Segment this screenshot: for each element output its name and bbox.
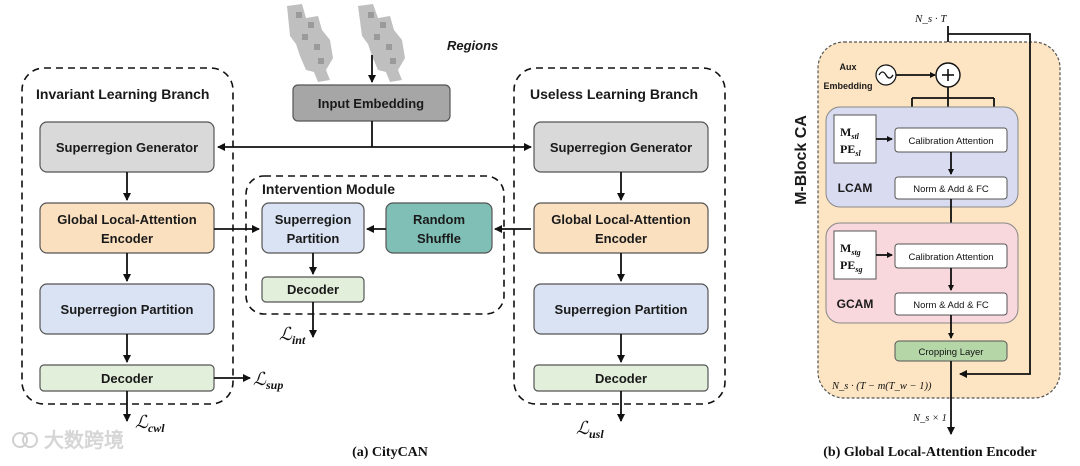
useless-encoder-label-line1: Global Local-Attention	[551, 212, 690, 227]
useless-decoder-label: Decoder	[595, 371, 647, 386]
m-block-title: M-Block CA	[793, 115, 810, 205]
gcam-norm-label: Norm & Add & FC	[913, 300, 989, 311]
loss-int: ℒint	[279, 324, 306, 347]
lcam-label: LCAM	[838, 181, 873, 195]
region-map-1	[287, 4, 333, 82]
caption-encoder: (b) Global Local-Attention Encoder	[823, 445, 1037, 460]
loss-sup: ℒsup	[253, 369, 283, 392]
cropping-layer-label: Cropping Layer	[919, 347, 984, 358]
useless-encoder-label-line2: Encoder	[595, 231, 647, 246]
random-shuffle-label-line1: Random	[413, 212, 465, 227]
regions-label: Regions	[447, 38, 498, 53]
invariant-partition-label: Superregion Partition	[61, 302, 194, 317]
invariant-encoder-label-line2: Encoder	[101, 231, 153, 246]
watermark-logo-icon	[12, 432, 28, 448]
random-shuffle-box	[385, 202, 493, 254]
region-map-2	[358, 4, 405, 82]
region-map-images	[287, 4, 405, 82]
random-shuffle-label-line2: Shuffle	[417, 231, 461, 246]
lcam-norm-label: Norm & Add & FC	[913, 184, 989, 195]
intervention-partition-label-line1: Superregion	[275, 212, 352, 227]
loss-usl: ℒusl	[576, 418, 604, 441]
intervention-partition-label-line2: Partition	[287, 231, 340, 246]
lcam-calibration-attention-label: Calibration Attention	[908, 136, 993, 147]
invariant-encoder-label-line1: Global Local-Attention	[57, 212, 196, 227]
watermark-text: 大数跨境	[44, 428, 124, 452]
intervention-decoder-label: Decoder	[287, 282, 339, 297]
useless-partition-label: Superregion Partition	[555, 302, 688, 317]
input-embedding-label: Input Embedding	[318, 96, 424, 111]
caption-citycan: (a) CityCAN	[352, 445, 428, 460]
lcam-pe-label: PEsl	[840, 142, 861, 158]
gcam-calibration-attention-label: Calibration Attention	[908, 252, 993, 263]
invariant-branch-title: Invariant Learning Branch	[36, 86, 209, 102]
useless-branch-title: Useless Learning Branch	[530, 86, 698, 102]
useless-superregion-generator-label: Superregion Generator	[550, 140, 692, 155]
watermark: 大数跨境	[12, 428, 124, 452]
loss-cwl: ℒcwl	[135, 412, 165, 435]
intervention-module-title: Intervention Module	[262, 181, 395, 197]
output-dimension-label: N_s × 1	[912, 413, 947, 424]
aux-embedding-label-line1: Aux	[839, 62, 856, 72]
lcam-m-label: Mstl	[840, 125, 860, 141]
gcam-label: GCAM	[837, 297, 874, 311]
gcam-m-label: Mstg	[840, 241, 861, 257]
lcam-memory-box	[833, 114, 877, 164]
gcam-pe-label: PEsg	[840, 258, 862, 274]
residual-connection	[948, 33, 1031, 378]
aux-embedding-label-line2: Embedding	[824, 81, 873, 91]
crop-formula: N_s · (T − m(T_w − 1))	[831, 381, 932, 392]
invariant-superregion-generator-label: Superregion Generator	[56, 140, 198, 155]
input-dimension-label: N_s · T	[914, 13, 947, 25]
intervention-module-container	[245, 175, 505, 315]
invariant-decoder-label: Decoder	[101, 371, 153, 386]
